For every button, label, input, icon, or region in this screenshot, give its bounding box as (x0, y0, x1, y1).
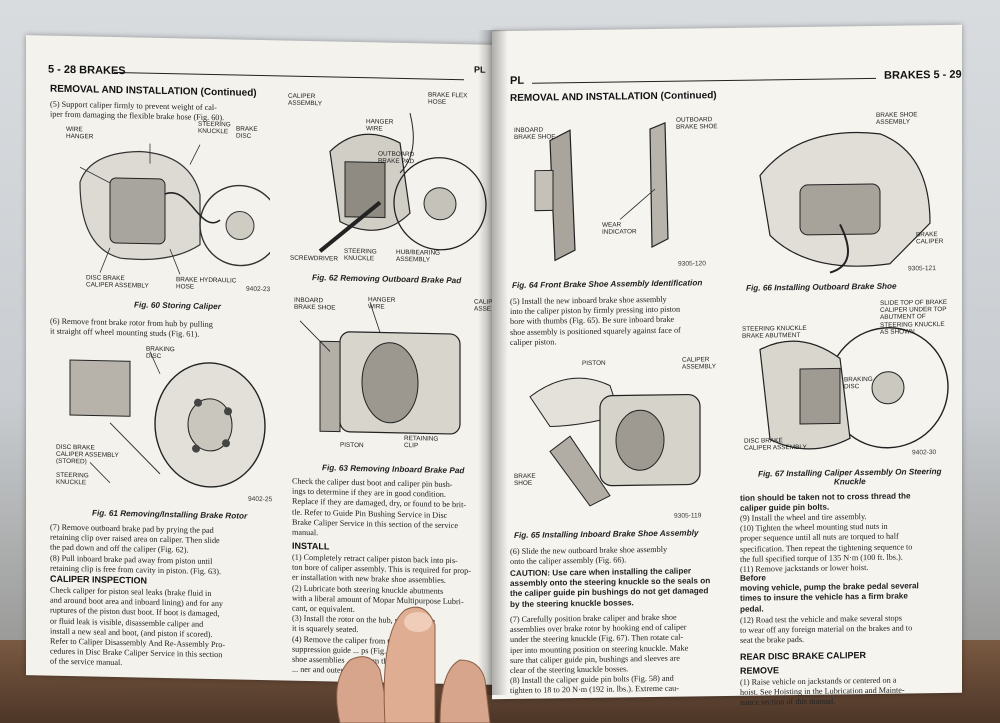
left-para-7: (7) Remove outboard brake pad by prying … (50, 522, 221, 576)
fig60-label-wire-hanger: WIRE HANGER (66, 125, 94, 141)
fig66-label-brake-shoe: BRAKE SHOE ASSEMBLY (876, 111, 918, 127)
fig62-label-screwdriver: SCREWDRIVER (290, 254, 338, 263)
fig64-label-inboard-shoe: INBOARD BRAKE SHOE (514, 126, 556, 142)
fig60-caption: Fig. 60 Storing Caliper (134, 300, 221, 312)
caliper-inspection-title: CALIPER INSPECTION (50, 573, 148, 586)
fig66-caption: Fig. 66 Installing Outboard Brake Shoe (746, 281, 897, 293)
hand-image (336, 606, 491, 723)
fig60-label-brake-disc: BRAKE DISC (236, 125, 258, 140)
fig62-label-caliper-assembly: CALIPER ASSEMBLY (288, 92, 322, 108)
fig66-number: 9305-121 (908, 265, 936, 273)
fig60-storing-caliper-illustration (50, 121, 270, 282)
fig60-label-caliper: DISC BRAKE CALIPER ASSEMBLY (86, 274, 149, 290)
right-page: PL BRAKES 5 - 29 REMOVAL AND INSTALLATIO… (492, 24, 962, 707)
remove-title: REMOVE (740, 665, 780, 676)
fig63-label-hanger-wire: HANGER WIRE (368, 296, 396, 311)
fig64-caption: Fig. 64 Front Brake Shoe Assembly Identi… (512, 278, 703, 291)
left-page: 5 - 28 BRAKES PL REMOVAL AND INSTALLATIO… (26, 35, 496, 685)
fig64-label-wear-indicator: WEAR INDICATOR (602, 221, 637, 236)
fig67-label-slide-top: SLIDE TOP OF BRAKE CALIPER UNDER TOP ABU… (880, 298, 948, 336)
fig63-label-piston: PISTON (340, 441, 364, 450)
right-header-rule (532, 77, 876, 84)
right-para-12: (12) Road test the vehicle and make seve… (740, 613, 913, 646)
fig67-caption: Fig. 67 Installing Caliper Assembly On S… (758, 467, 942, 487)
fig67-label-caliper: DISC BRAKE CALIPER ASSEMBLY (744, 437, 807, 452)
fig64-number: 9305-120 (678, 260, 706, 268)
fig60-number: 9402-23 (246, 285, 271, 294)
fig62-label-outboard-pad: OUTBOARD BRAKE PAD (378, 150, 415, 166)
fig61-caption: Fig. 61 Removing/Installing Brake Rotor (92, 508, 248, 521)
book-gutter (478, 30, 508, 695)
left-section-title: REMOVAL AND INSTALLATION (Continued) (50, 83, 257, 99)
left-para-5: (5) Support caliper firmly to prevent we… (50, 99, 225, 123)
caliper-inspection-text: Check caliper for piston seal leaks (bra… (50, 585, 226, 668)
fig65-label-brake-shoe: BRAKE SHOE (514, 472, 536, 488)
left-para-6: (6) Remove front brake rotor from hub by… (50, 316, 213, 339)
fig65-number: 9305-119 (674, 512, 702, 520)
fig62-label-hanger-wire: HANGER WIRE (366, 118, 394, 133)
fig61-label-braking-disc: BRAKING DISC (146, 345, 175, 361)
fig61-brake-rotor-illustration (50, 341, 285, 497)
rear-caliper-title: REAR DISC BRAKE CALIPER (740, 650, 867, 662)
fig62-label-steering-knuckle: STEERING KNUCKLE (344, 247, 377, 263)
fig61-label-steering-knuckle: STEERING KNUCKLE (56, 471, 89, 487)
fig60-label-hose: BRAKE HYDRAULIC HOSE (176, 276, 237, 291)
header-rule (114, 71, 464, 81)
fig65-label-piston: PISTON (582, 359, 606, 368)
left-page-header: 5 - 28 BRAKES (48, 63, 126, 78)
fig62-label-hub-bearing: HUB/BEARING ASSEMBLY (396, 248, 441, 264)
right-page-header: BRAKES 5 - 29 (884, 68, 962, 82)
fig65-inboard-shoe-install-illustration (510, 353, 728, 526)
left-mid-text: Check the caliper dust boot and caliper … (292, 476, 467, 538)
fig66-label-brake-caliper: BRAKE CALIPER (916, 231, 944, 246)
fig62-label-brake-flex-hose: BRAKE FLEX HOSE (428, 91, 468, 107)
right-page-code: PL (510, 74, 525, 88)
fig62-outboard-brake-pad-illustration (290, 90, 495, 295)
before-moving-text: Before moving vehicle, pump the brake pe… (740, 573, 919, 614)
fig63-label-inboard-shoe: INBOARD BRAKE SHOE (294, 296, 336, 312)
fig63-inboard-brake-pad-illustration (290, 290, 495, 485)
fig67-label-braking-disc: BRAKING DISC (844, 375, 873, 391)
fig64-brake-shoe-identification-illustration (510, 107, 728, 272)
caution-text: CAUTION: Use care when installing the ca… (510, 566, 711, 609)
right-col2-text: (9) Install the wheel and tire assembly.… (740, 512, 913, 574)
install-title: INSTALL (292, 540, 330, 552)
fig63-label-retaining-clip: RETAINING CLIP (404, 434, 439, 450)
right-para-5: (5) Install the new inboard brake shoe a… (510, 294, 681, 347)
right-section-title: REMOVAL AND INSTALLATION (Continued) (510, 90, 717, 105)
fig61-label-caliper-stored: DISC BRAKE CALIPER ASSEMBLY (STORED) (56, 443, 119, 466)
right-para-6: (6) Slide the new outboard brake shoe as… (510, 544, 668, 567)
fig65-caption: Fig. 65 Installing Inboard Brake Shoe As… (514, 528, 699, 540)
remove-text: (1) Raise vehicle on jackstands or cente… (740, 675, 905, 708)
fig61-number: 9402-25 (248, 495, 273, 504)
fig60-label-steering-knuckle: STEERING KNUCKLE (198, 120, 231, 136)
fig67-label-abutment: STEERING KNUCKLE BRAKE ABUTMENT (742, 324, 807, 340)
fig67-number: 9402-30 (912, 449, 937, 457)
fig67-caliper-install-illustration (740, 296, 950, 472)
fig66-outboard-shoe-install-illustration (740, 102, 950, 284)
right-para-7: (7) Carefully position brake caliper and… (510, 612, 689, 696)
fig64-label-outboard-shoe: OUTBOARD BRAKE SHOE (676, 116, 718, 131)
fig65-label-caliper-assembly: CALIPER ASSEMBLY (682, 356, 716, 371)
